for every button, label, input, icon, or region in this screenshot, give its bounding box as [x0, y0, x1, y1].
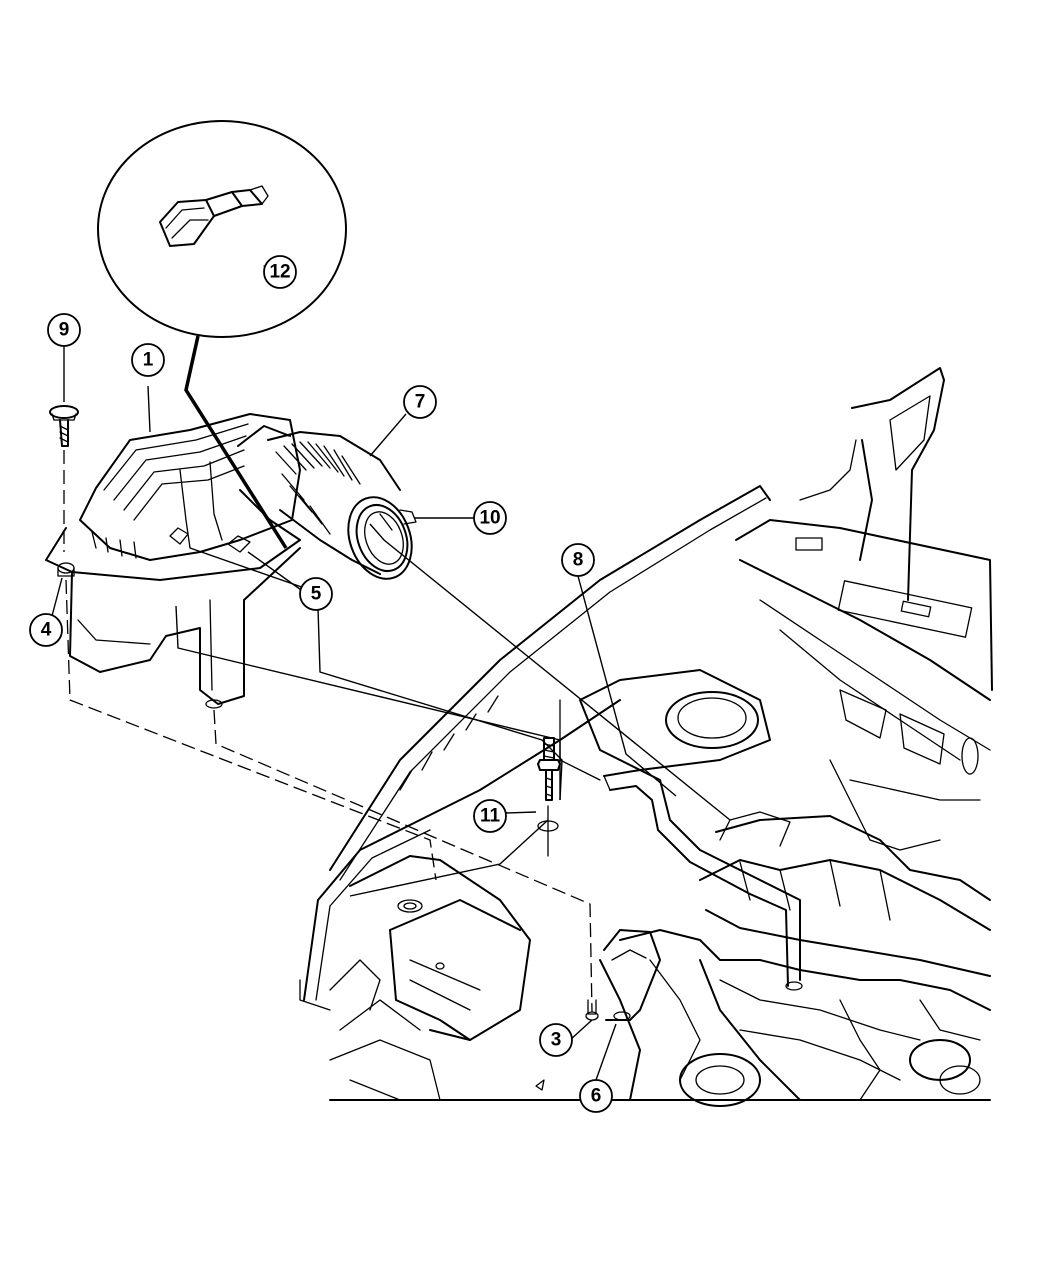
- screw-drawing: [49, 405, 79, 552]
- callout-3: 3: [539, 1023, 573, 1057]
- callout-5-label: 5: [311, 584, 322, 605]
- intake-air-temperature-sensor-drawing: [159, 185, 269, 247]
- callout-10-label: 10: [479, 508, 500, 529]
- callout-12: 12: [263, 255, 297, 289]
- callout-5: 5: [299, 577, 333, 611]
- air-inlet-duct-drawing: [237, 425, 417, 580]
- callout-7-label: 7: [415, 392, 426, 413]
- callout-1-label: 1: [143, 350, 154, 371]
- callout-11: 11: [473, 799, 507, 833]
- callout-6-label: 6: [591, 1086, 602, 1107]
- callout-12-label: 12: [269, 262, 290, 283]
- detail-inset: [97, 120, 347, 549]
- callout-4-label: 4: [41, 620, 52, 641]
- leader-lines: [51, 345, 731, 1081]
- bolt-drawing: [537, 737, 561, 857]
- callout-6: 6: [579, 1079, 613, 1113]
- callout-8-label: 8: [573, 550, 584, 571]
- assembly-lines: [65, 579, 593, 1013]
- air-cleaner-housing-drawing: [45, 413, 301, 709]
- callout-10: 10: [473, 501, 507, 535]
- callout-11-label: 11: [480, 806, 501, 827]
- callout-4: 4: [29, 613, 63, 647]
- engine-compartment-drawing: [299, 367, 993, 1107]
- callout-1: 1: [131, 343, 165, 377]
- callout-3-label: 3: [551, 1030, 562, 1051]
- callout-7: 7: [403, 385, 437, 419]
- callout-9: 9: [47, 313, 81, 347]
- callout-9-label: 9: [59, 320, 70, 341]
- callout-8: 8: [561, 543, 595, 577]
